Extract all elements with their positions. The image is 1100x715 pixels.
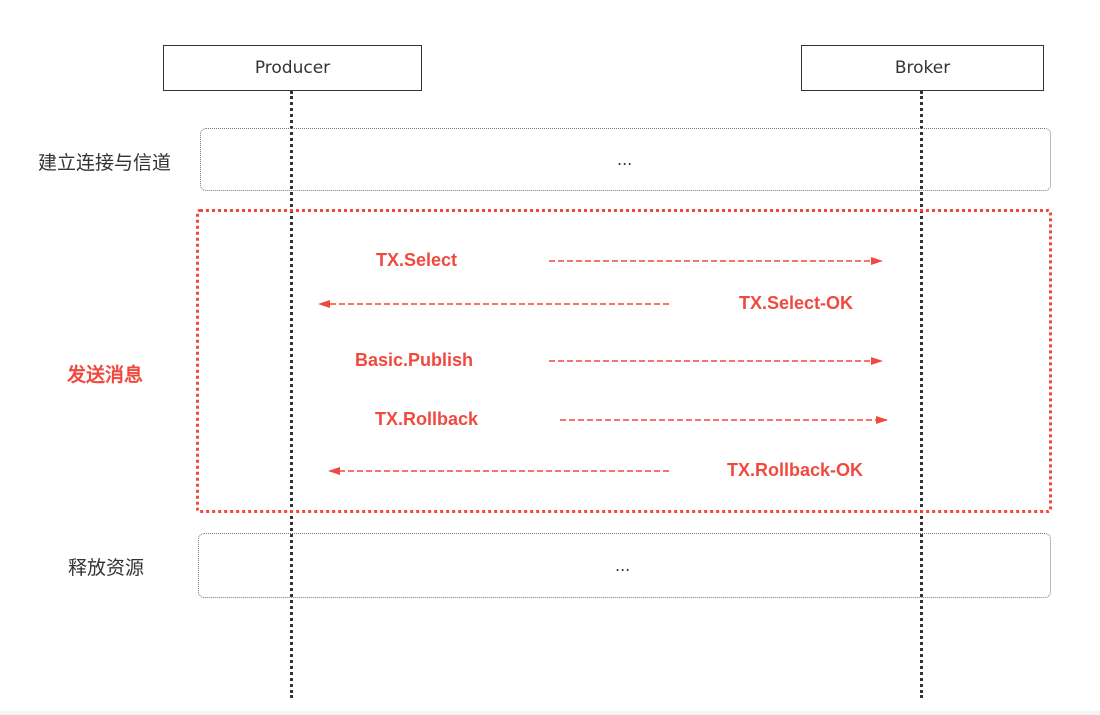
send-phase-frame [196, 209, 1052, 513]
message-label-tx-rollback: TX.Rollback [375, 409, 479, 429]
connect-phase-ellipsis: ... [617, 150, 633, 169]
bottom-divider [0, 711, 1100, 715]
producer-lifeline [290, 91, 293, 698]
message-label-basic-publish: Basic.Publish [355, 350, 474, 370]
message-label-tx-select-ok: TX.Select-OK [739, 293, 854, 313]
release-phase-ellipsis: ... [615, 556, 631, 575]
broker-lifeline [920, 91, 923, 698]
connect-phase-label: 建立连接与信道 [38, 152, 172, 174]
release-phase-frame [198, 533, 1051, 598]
release-phase-label: 释放资源 [68, 557, 145, 579]
send-phase-label: 发送消息 [67, 364, 144, 386]
message-label-tx-select: TX.Select [376, 250, 458, 270]
connect-phase-frame [200, 128, 1051, 191]
broker-actor-label: Broker [894, 58, 951, 78]
message-label-tx-rollback-ok: TX.Rollback-OK [727, 460, 864, 480]
broker-actor-box: Broker [801, 45, 1044, 91]
producer-actor-label: Producer [254, 58, 331, 78]
producer-actor-box: Producer [163, 45, 422, 91]
